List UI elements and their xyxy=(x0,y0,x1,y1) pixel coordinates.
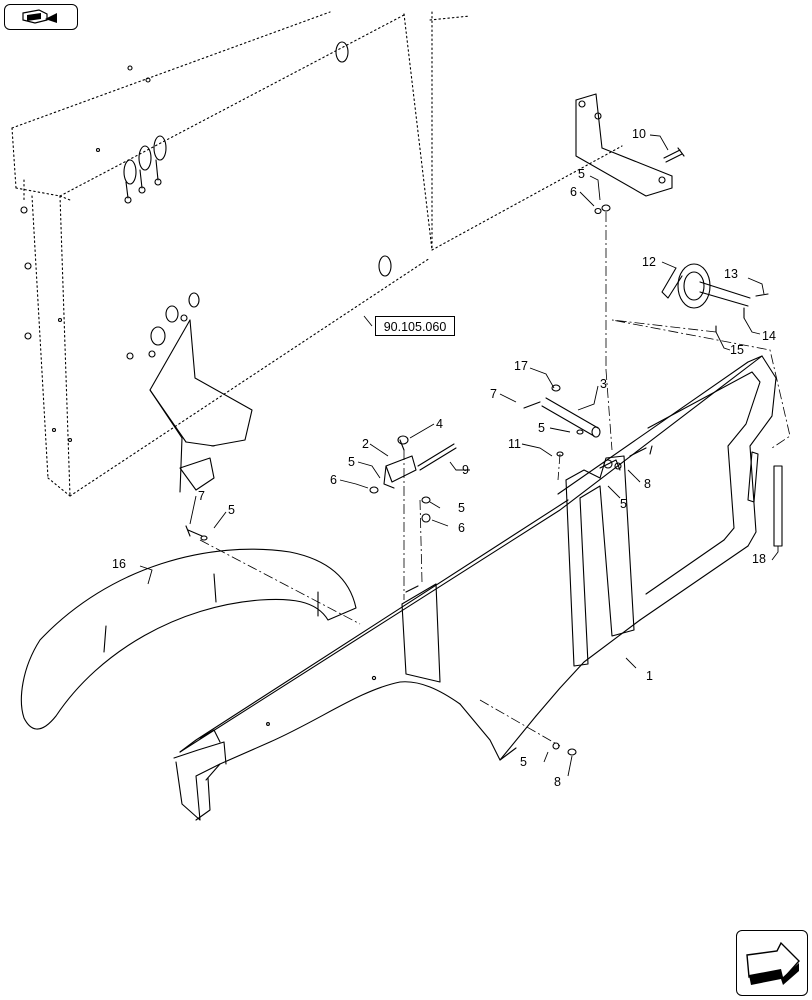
callout-14: 14 xyxy=(762,329,776,343)
housing-holes xyxy=(20,41,392,443)
callout-6: 6 xyxy=(458,521,465,535)
hose-fittings-upper xyxy=(123,135,167,204)
callout-5: 5 xyxy=(348,455,355,469)
previous-page-button[interactable] xyxy=(4,4,78,30)
assembly-lines xyxy=(199,212,791,747)
callout-13: 13 xyxy=(724,267,738,281)
callout-2: 2 xyxy=(362,437,369,451)
callout-16: 16 xyxy=(112,557,126,571)
callout-5: 5 xyxy=(578,167,585,181)
callout-8: 8 xyxy=(554,775,561,789)
mount-bracket xyxy=(575,93,673,197)
callout-7: 7 xyxy=(490,387,497,401)
callout-10: 10 xyxy=(632,127,646,141)
shield-1 xyxy=(173,355,777,821)
callout-9: 9 xyxy=(462,463,469,477)
clevis-pin-12 xyxy=(661,263,769,333)
callout-5: 5 xyxy=(538,421,545,435)
callout-17: 17 xyxy=(514,359,528,373)
callout-12: 12 xyxy=(642,255,656,269)
cable-harness xyxy=(149,319,253,493)
hinge-bracket-2 xyxy=(369,435,457,523)
housing-outline xyxy=(11,11,623,497)
callout-7: 7 xyxy=(198,489,205,503)
callout-5: 5 xyxy=(458,501,465,515)
bolt-7-lower xyxy=(185,525,208,541)
next-page-icon xyxy=(746,941,800,985)
callout-5: 5 xyxy=(520,755,527,769)
rod-18 xyxy=(773,465,783,547)
callout-4: 4 xyxy=(436,417,443,431)
callout-15: 15 xyxy=(730,343,744,357)
callout-3: 3 xyxy=(600,377,607,391)
callout-5: 5 xyxy=(620,497,627,511)
reference-link-90-105-060[interactable]: 90.105.060 xyxy=(375,316,455,336)
callout-11: 11 xyxy=(508,437,521,451)
previous-page-icon xyxy=(22,9,57,24)
fender-16 xyxy=(20,548,357,730)
pin-5-6-upper xyxy=(594,204,611,215)
callout-1: 1 xyxy=(646,669,653,683)
callout-6: 6 xyxy=(330,473,337,487)
next-page-button[interactable] xyxy=(736,930,808,996)
pin-3 xyxy=(523,384,601,457)
callout-6: 6 xyxy=(570,185,577,199)
bolt-10 xyxy=(663,147,685,163)
callout-5: 5 xyxy=(228,503,235,517)
callout-18: 18 xyxy=(752,552,766,566)
hose-fittings-lower xyxy=(126,292,200,360)
leader-lines xyxy=(139,134,779,777)
callout-8: 8 xyxy=(644,477,651,491)
callout-labels: 1 2 3 4 5 5 5 5 5 5 5 6 6 6 7 7 8 8 9 10… xyxy=(112,127,776,789)
pin-5-8-lower xyxy=(552,742,577,756)
